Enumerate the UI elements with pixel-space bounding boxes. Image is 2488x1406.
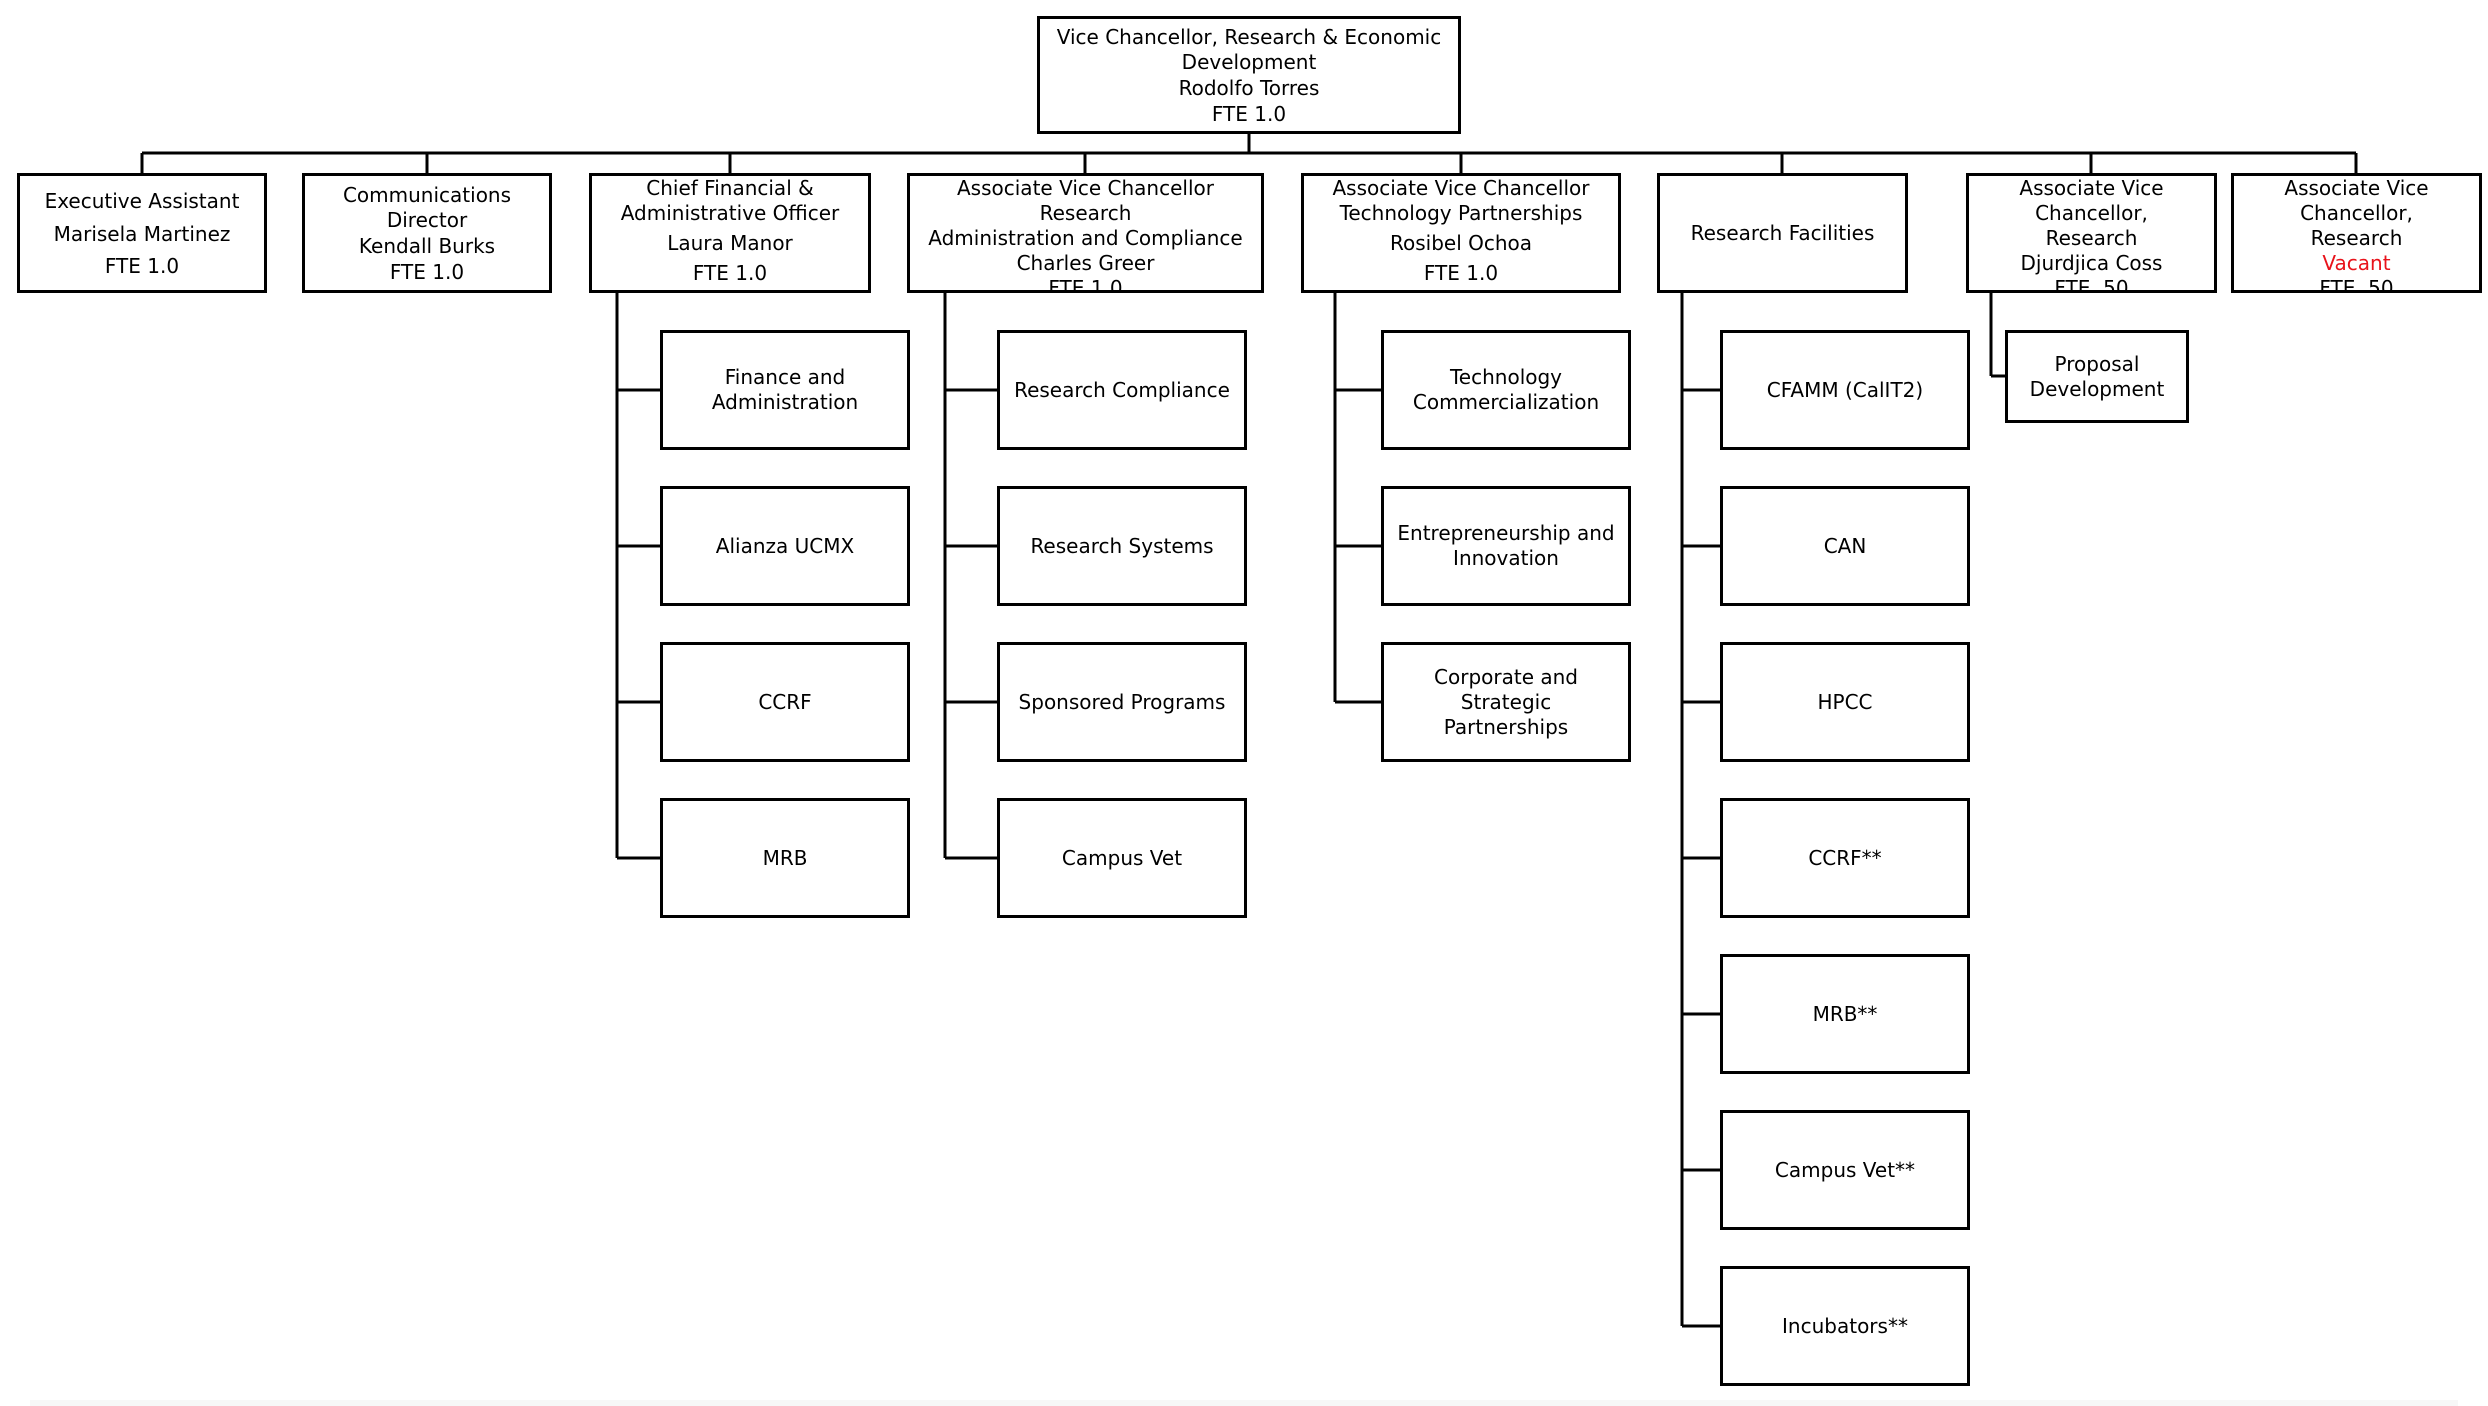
unit-mrb-facility: MRB** xyxy=(1720,954,1970,1074)
unit-label: CCRF xyxy=(758,689,812,714)
cfo-box: Chief Financial & Administrative Officer… xyxy=(589,173,871,293)
cfo-name: Laura Manor xyxy=(667,231,793,255)
unit-proposal-development: Proposal Development xyxy=(2005,330,2189,423)
unit-label: Finance and Administration xyxy=(711,365,859,414)
unit-research-compliance: Research Compliance xyxy=(997,330,1247,450)
unit-entrepreneurship-innovation: Entrepreneurship and Innovation xyxy=(1381,486,1631,606)
unit-label: MRB xyxy=(762,845,808,870)
unit-corporate-strategic-partnerships: Corporate and Strategic Partnerships xyxy=(1381,642,1631,762)
root-title: Vice Chancellor, Research & Economic Dev… xyxy=(1056,25,1442,74)
cfo-fte: FTE 1.0 xyxy=(692,261,768,285)
unit-label: HPCC xyxy=(1817,689,1873,714)
unit-label: Campus Vet xyxy=(1061,845,1183,870)
avc-research-coss-name: Djurdjica Coss xyxy=(2020,251,2163,275)
avc-compliance-title: Associate Vice Chancellor Research Admin… xyxy=(928,176,1243,250)
unit-label: Proposal Development xyxy=(2029,351,2165,401)
avc-research-vacant-fte: FTE .50 xyxy=(2319,276,2394,293)
unit-mrb: MRB xyxy=(660,798,910,918)
cfo-title: Chief Financial & Administrative Officer xyxy=(620,176,840,225)
unit-can: CAN xyxy=(1720,486,1970,606)
unit-ccrf-facility: CCRF** xyxy=(1720,798,1970,918)
avc-research-vacant-name: Vacant xyxy=(2322,251,2391,275)
avc-research-coss-title: Associate Vice Chancellor, Research xyxy=(2019,176,2164,250)
communications-director-title: Communications Director xyxy=(342,183,512,232)
unit-label: Entrepreneurship and Innovation xyxy=(1397,521,1615,570)
unit-cfamm: CFAMM (CalIT2) xyxy=(1720,330,1970,450)
communications-director-name: Kendall Burks xyxy=(358,234,496,258)
unit-label: CFAMM (CalIT2) xyxy=(1766,377,1924,402)
executive-assistant-fte: FTE 1.0 xyxy=(104,253,180,278)
executive-assistant-box: Executive Assistant Marisela Martinez FT… xyxy=(17,173,267,293)
unit-incubators: Incubators** xyxy=(1720,1266,1970,1386)
avc-research-coss-fte: FTE .50 xyxy=(2054,276,2129,293)
unit-label: Sponsored Programs xyxy=(1018,689,1226,714)
avc-research-coss-box: Associate Vice Chancellor, Research Djur… xyxy=(1966,173,2217,293)
unit-label: CCRF** xyxy=(1808,845,1882,870)
communications-director-fte: FTE 1.0 xyxy=(389,260,465,284)
unit-label: Research Systems xyxy=(1030,533,1214,558)
unit-sponsored-programs: Sponsored Programs xyxy=(997,642,1247,762)
unit-label: Technology Commercialization xyxy=(1412,365,1600,414)
unit-campus-vet-facility: Campus Vet** xyxy=(1720,1110,1970,1230)
research-facilities-box: Research Facilities xyxy=(1657,173,1908,293)
root-name: Rodolfo Torres xyxy=(1178,76,1320,100)
unit-ccrf: CCRF xyxy=(660,642,910,762)
avc-tech-fte: FTE 1.0 xyxy=(1423,261,1499,285)
avc-compliance-name: Charles Greer xyxy=(1016,251,1155,275)
unit-hpcc: HPCC xyxy=(1720,642,1970,762)
unit-label: CAN xyxy=(1823,533,1867,558)
avc-tech-name: Rosibel Ochoa xyxy=(1389,231,1533,255)
unit-label: Corporate and Strategic Partnerships xyxy=(1434,664,1578,739)
root-box: Vice Chancellor, Research & Economic Dev… xyxy=(1037,16,1461,134)
unit-label: Research Compliance xyxy=(1014,377,1230,402)
unit-technology-commercialization: Technology Commercialization xyxy=(1381,330,1631,450)
unit-finance-administration: Finance and Administration xyxy=(660,330,910,450)
avc-compliance-fte: FTE 1.0 xyxy=(1048,276,1123,293)
unit-label: Alianza UCMX xyxy=(715,533,855,558)
avc-research-vacant-box: Associate Vice Chancellor, Research Vaca… xyxy=(2231,173,2482,293)
unit-label: Incubators** xyxy=(1782,1313,1908,1338)
executive-assistant-name: Marisela Martinez xyxy=(53,221,231,246)
avc-compliance-box: Associate Vice Chancellor Research Admin… xyxy=(907,173,1264,293)
page-bottom-edge xyxy=(30,1400,2458,1406)
unit-alianza-ucmx: Alianza UCMX xyxy=(660,486,910,606)
unit-research-systems: Research Systems xyxy=(997,486,1247,606)
executive-assistant-title: Executive Assistant xyxy=(44,189,240,214)
avc-tech-box: Associate Vice Chancellor Technology Par… xyxy=(1301,173,1621,293)
communications-director-box: Communications Director Kendall Burks FT… xyxy=(302,173,552,293)
unit-label: MRB** xyxy=(1812,1001,1878,1026)
avc-research-vacant-title: Associate Vice Chancellor, Research xyxy=(2284,176,2429,250)
avc-tech-title: Associate Vice Chancellor Technology Par… xyxy=(1332,176,1590,225)
root-fte: FTE 1.0 xyxy=(1211,102,1287,126)
unit-campus-vet: Campus Vet xyxy=(997,798,1247,918)
research-facilities-title: Research Facilities xyxy=(1690,220,1875,245)
unit-label: Campus Vet** xyxy=(1774,1157,1916,1182)
